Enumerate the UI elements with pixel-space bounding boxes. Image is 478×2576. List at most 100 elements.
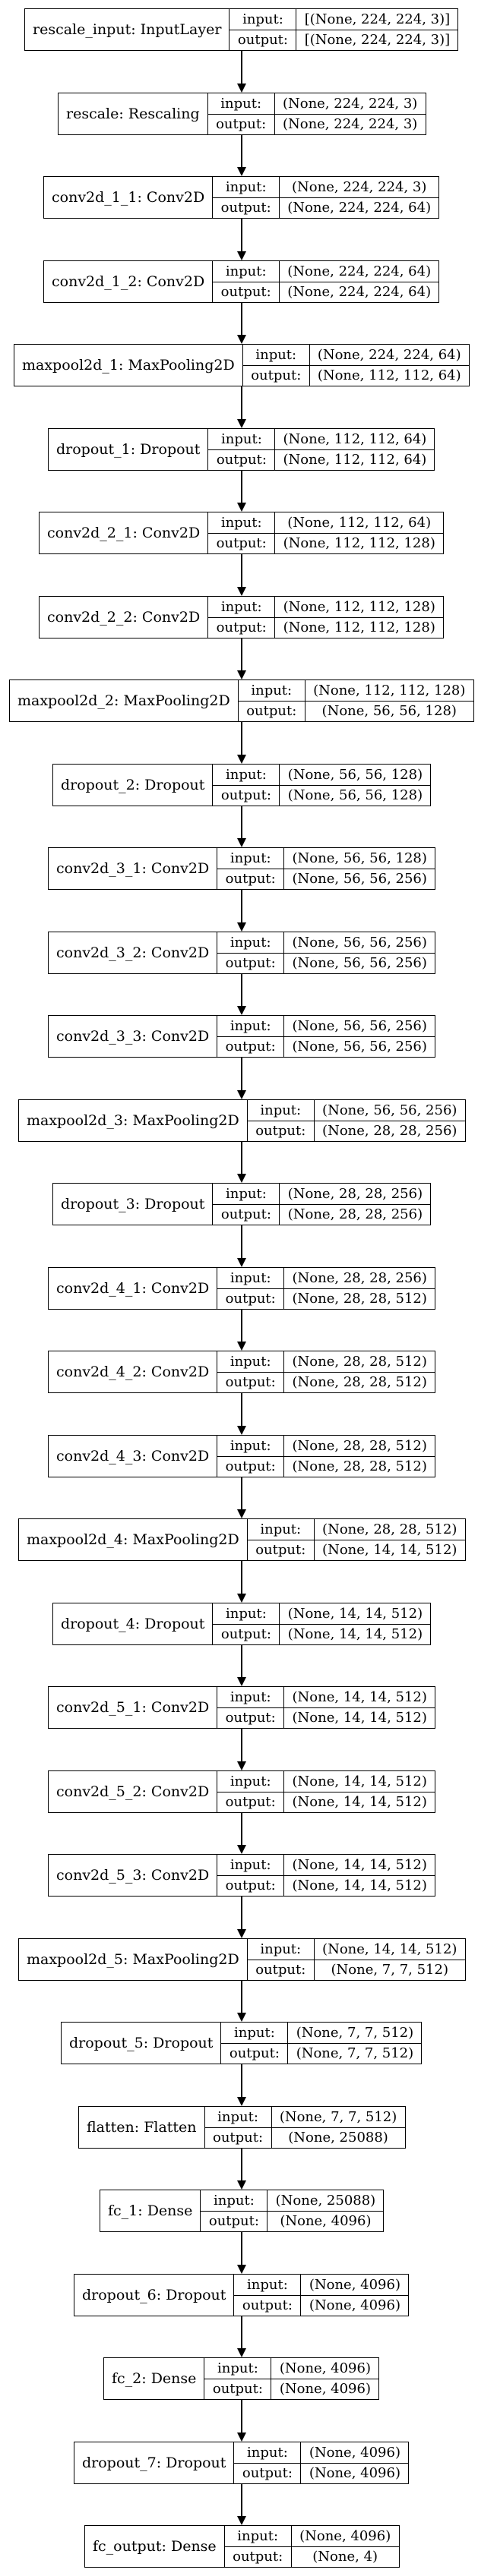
input-label: input: (225, 2526, 292, 2546)
io-table: input:(None, 112, 112, 128)output: (None,… (238, 680, 473, 721)
layer-name: fc_1: Dense (100, 2190, 201, 2231)
io-table: input:(None, 4096)output:(None, 4096) (204, 2358, 379, 2399)
input-label: input: (205, 2107, 272, 2127)
layer-name: dropout_4: Dropout (53, 1603, 214, 1644)
arrow-head (237, 1258, 246, 1267)
output-shape: (None, 112, 112, 64) (283, 452, 427, 468)
output-label: output: (217, 1372, 285, 1392)
output-shape: (None, 4096) (280, 2213, 372, 2230)
layer-name: conv2d_5_3: Conv2D (49, 1855, 218, 1896)
edge-line (241, 1393, 242, 1426)
input-shape: (None, 112, 112, 128) (283, 598, 435, 615)
layer-name: dropout_6: Dropout (74, 2275, 235, 2316)
arrow-head (237, 2348, 246, 2357)
layer-name: conv2d_1_2: Conv2D (44, 261, 214, 302)
io-table: input:(None, 224, 224, 64)output:(None, … (242, 345, 469, 386)
input-label: input: (213, 1603, 280, 1624)
input-row: input:(None, 224, 224, 64) (242, 345, 469, 366)
arrow-head (237, 1174, 246, 1183)
output-row: output: (None, 28, 28, 512) (217, 1372, 435, 1392)
arrow-head (237, 251, 246, 260)
output-row: output:(None, 4) (225, 2546, 399, 2567)
output-row: output: (None, 112, 112, 64) (208, 449, 434, 470)
edge-line (241, 2064, 242, 2097)
layer-name: fc_2: Dense (104, 2358, 205, 2399)
input-row: input:(None, 7, 7, 512) (221, 2023, 422, 2044)
output-label: output: (234, 2295, 302, 2316)
output-label: output: (239, 701, 305, 721)
edge-line (241, 1142, 242, 1174)
input-shape: (None, 25088) (275, 2192, 376, 2209)
layer-name: maxpool2d_4: MaxPooling2D (19, 1519, 248, 1560)
edge-line (241, 386, 242, 419)
layer-name: conv2d_1_1: Conv2D (44, 177, 214, 218)
input-shape: (None, 14, 14, 512) (287, 1605, 423, 1622)
output-row: output:(None, 28, 28, 256) (248, 1121, 465, 1141)
arrow-head (237, 2265, 246, 2274)
layer-name: maxpool2d_2: MaxPooling2D (10, 680, 239, 721)
output-shape: (None, 112, 112, 128) (283, 535, 435, 552)
input-shape: (None, 112, 112, 64) (283, 430, 427, 447)
edge-line (241, 1981, 242, 2013)
io-table: input:(None, 112, 112, 128)output:(None,… (208, 597, 444, 638)
input-row: input:(None, 28, 28, 256) (213, 1184, 431, 1205)
io-table: input:(None, 56, 56, 256)output:(None, 2… (247, 1100, 465, 1141)
edge-line (241, 471, 242, 503)
input-shape: (None, 224, 224, 3) (282, 95, 418, 112)
input-shape: (None, 112, 112, 64) (287, 514, 432, 531)
output-shape: (None, 56, 56, 128) (321, 703, 457, 720)
output-shape: (None, 14, 14, 512) (292, 1878, 427, 1894)
input-shape: (None, 14, 14, 512) (292, 1856, 427, 1873)
input-label: input: (213, 261, 280, 282)
edge-line (241, 51, 242, 84)
arrow-head (237, 838, 246, 847)
io-table: input:(None, 56, 56, 256)output:(None, 5… (217, 932, 435, 973)
output-row: output:(None, 4096) (234, 2463, 408, 2483)
input-row: input: (None, 224, 224, 3) (207, 93, 426, 115)
arrow-head (237, 2180, 246, 2190)
input-row: input:(None, 4096) (234, 2275, 409, 2296)
output-shape: (None, 14, 14, 512) (292, 1710, 427, 1726)
output-shape: (None, 224, 224, 3) (282, 116, 418, 133)
io-table: input:(None, 14, 14, 512)output:(None, 1… (217, 1687, 435, 1728)
output-shape: (None, 4096) (279, 2381, 371, 2398)
input-label: input: (248, 1519, 315, 1540)
edge-line (241, 2484, 242, 2516)
output-shape: (None, 14, 14, 512) (287, 1626, 423, 1643)
output-shape: (None, 14, 14, 512) (322, 1542, 457, 1559)
output-row: output:(None, 56, 56, 256) (217, 953, 435, 973)
layer-name: maxpool2d_3: MaxPooling2D (19, 1100, 248, 1141)
io-table: input:(None, 4096)output:(None, 4096) (234, 2442, 409, 2483)
input-label: input: (208, 93, 275, 114)
edge-line (241, 974, 242, 1006)
layer-name: dropout_7: Dropout (74, 2442, 235, 2483)
arrow-head (237, 670, 246, 679)
output-shape: (None, 112, 112, 128) (283, 620, 435, 636)
layer-name: fc_output: Dense (85, 2526, 225, 2567)
input-row: input:(None, 28, 28, 256) (217, 1268, 435, 1289)
input-label: input: (217, 1268, 285, 1288)
edge-line (241, 890, 242, 922)
layer-name: dropout_5: Dropout (62, 2023, 222, 2064)
output-row: output:(None, 14, 14, 512) (217, 1792, 435, 1812)
io-table: input:(None, 4096)output:(None, 4) (224, 2526, 399, 2567)
output-row: output:(None, 56, 56, 256) (217, 1036, 435, 1057)
output-label: output: (204, 2379, 272, 2399)
output-row: output:(None, 56, 56, 256) (217, 869, 435, 889)
input-row: input:(None, 112, 112, 128) (238, 680, 473, 702)
output-label: output: (208, 449, 276, 470)
output-shape: (None, 28, 28, 512) (292, 1374, 427, 1391)
output-label: output: (208, 533, 276, 553)
output-row: output:(None, 28, 28, 256) (213, 1204, 430, 1225)
output-label: output: (217, 1875, 285, 1896)
